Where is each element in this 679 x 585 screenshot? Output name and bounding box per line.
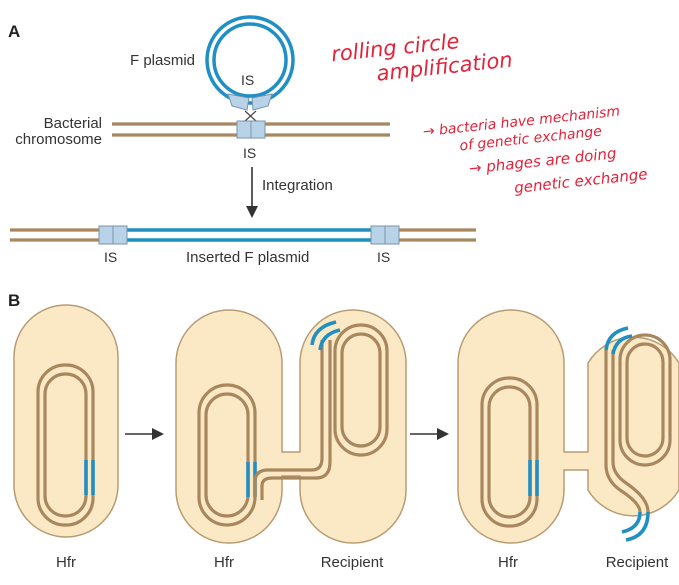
chromosome-is-element <box>236 120 266 139</box>
integration-label: Integration <box>262 177 333 194</box>
integrated-chromosome <box>10 228 476 242</box>
cell-1-hfr <box>13 304 119 538</box>
crossover-mark <box>244 110 257 122</box>
is-bottom-label: IS <box>243 145 256 161</box>
f-plasmid-label: F plasmid <box>130 52 195 69</box>
panel-a-letter: A <box>8 22 20 41</box>
inserted-plasmid-label: Inserted F plasmid <box>186 249 309 266</box>
right-is-element <box>370 225 400 245</box>
cell-2-recipient-label: Recipient <box>321 554 384 571</box>
is-right-label: IS <box>377 249 390 265</box>
plasmid-is-element <box>227 93 273 111</box>
cell-3-recipient-label: Recipient <box>606 554 669 571</box>
chromosome-label-line2: chromosome <box>15 131 102 148</box>
cell-1-label: Hfr <box>56 554 76 571</box>
left-is-element <box>98 225 128 245</box>
cell-2-mating-pair <box>175 309 407 544</box>
f-plasmid-ring <box>205 15 295 105</box>
handwritten-notes: rolling circle amplification → bacteria … <box>330 29 648 197</box>
arrow-1 <box>125 428 164 440</box>
cell-3-label: Hfr <box>498 554 518 571</box>
is-left-label: IS <box>104 249 117 265</box>
cell-2-label: Hfr <box>214 554 234 571</box>
arrow-2 <box>410 428 449 440</box>
is-top-label: IS <box>241 72 254 88</box>
integration-arrow <box>246 167 258 218</box>
chromosome-label-line1: Bacterial <box>44 115 102 132</box>
cell-3-mating-pair <box>457 309 679 544</box>
panel-b-letter: B <box>8 291 20 310</box>
